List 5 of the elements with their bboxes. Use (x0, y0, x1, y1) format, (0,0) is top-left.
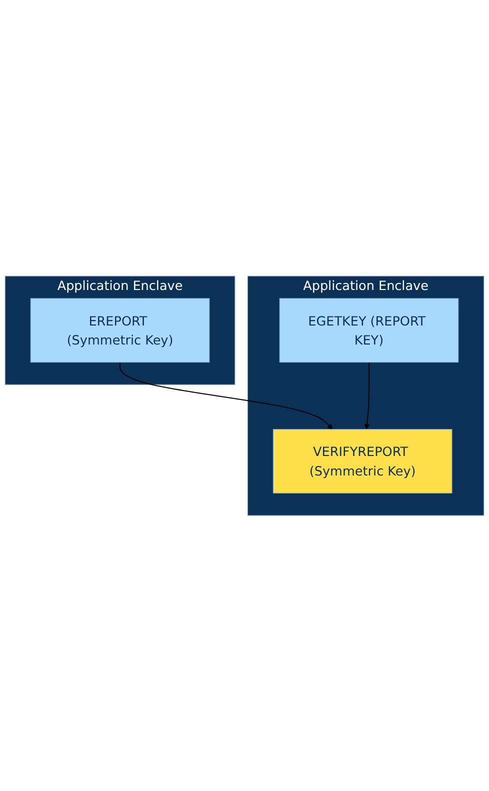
arrow (364, 362, 370, 430)
node-box: EREPORT (Symmetric Key) (30, 298, 210, 362)
arrow (120, 362, 333, 430)
node-box: VERIFYREPORT (Symmetric Key) (272, 428, 452, 494)
node-box: EGETKEY (REPORT KEY) (279, 298, 459, 362)
